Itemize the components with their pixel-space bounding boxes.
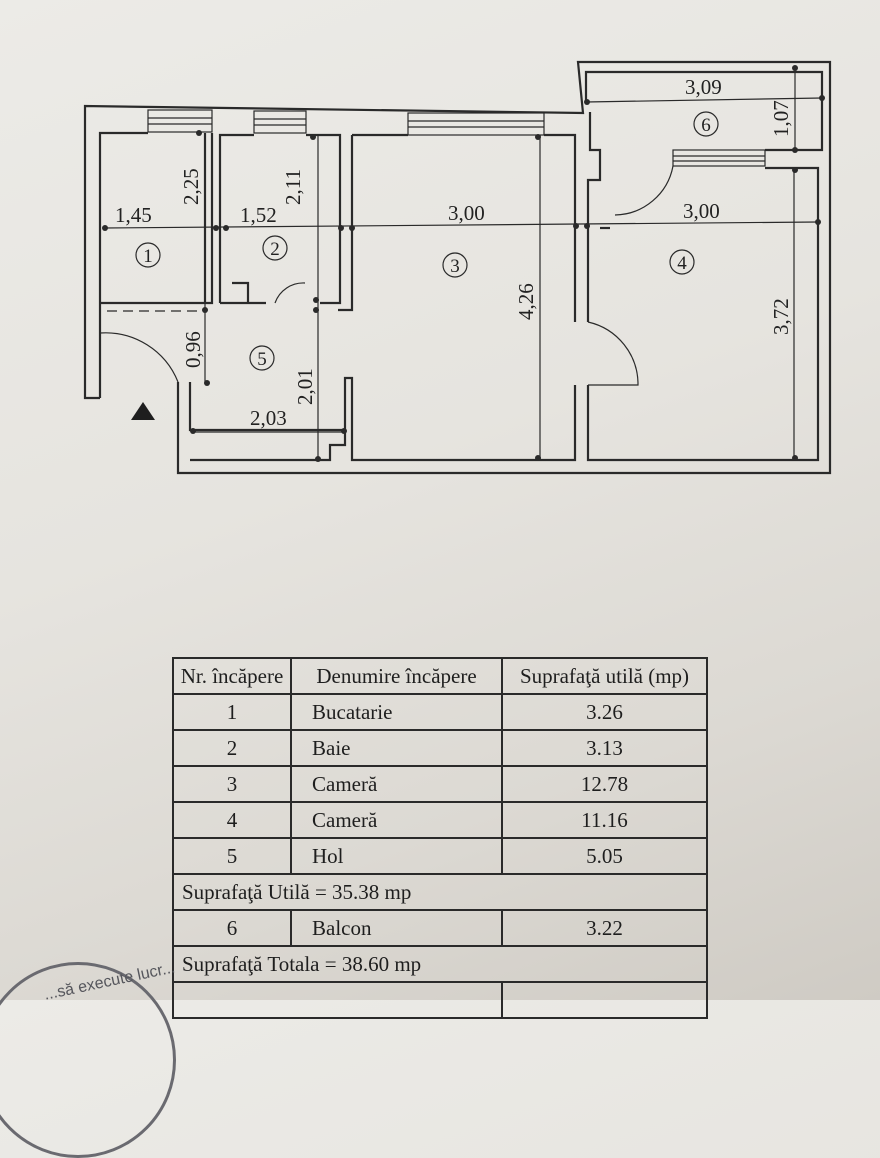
stamp-text: ...să execute lucr... — [42, 959, 177, 1004]
windows — [147, 109, 766, 167]
header-name: Denumire încăpere — [290, 657, 503, 695]
cell-area: 3.22 — [501, 909, 708, 947]
dim-r6-width: 3,09 — [685, 75, 722, 99]
cell-area: 3.26 — [501, 693, 708, 731]
dim-r5-depth: 0,96 — [181, 331, 205, 368]
dim-r6-height: 1,07 — [769, 100, 793, 137]
dim-r1-width: 1,45 — [115, 203, 152, 227]
header-area: Suprafaţă utilă (mp) — [501, 657, 708, 695]
dim-r5-height: 2,01 — [293, 368, 317, 405]
dim-r3-height: 4,26 — [514, 283, 538, 320]
cell-nr: 4 — [172, 801, 292, 839]
cell-nr: 1 — [172, 693, 292, 731]
header-nr: Nr. încăpere — [172, 657, 292, 695]
table-row-cut — [172, 981, 708, 1019]
inner-walls — [98, 112, 820, 462]
cell-nr: 3 — [172, 765, 292, 803]
outer-wall — [83, 60, 832, 475]
dim-r2-height: 2,11 — [281, 169, 305, 205]
cell-name: Baie — [290, 729, 503, 767]
cell-name: Cameră — [290, 765, 503, 803]
dimension-lines — [103, 68, 823, 460]
cell-nr: 2 — [172, 729, 292, 767]
cell-nr: 5 — [172, 837, 292, 875]
cell-area: 5.05 — [501, 837, 708, 875]
dim-r4-height: 3,72 — [769, 298, 793, 335]
cell-area: 12.78 — [501, 765, 708, 803]
dim-r1-height: 2,25 — [179, 168, 203, 205]
useful-total: Suprafaţă Utilă = 35.38 mp — [172, 873, 708, 911]
room-number-5: 5 — [257, 349, 267, 370]
doors — [99, 165, 674, 386]
rooms-table: Nr. încăpere Denumire încăpere Suprafaţă… — [172, 657, 708, 1019]
dim-r2-width: 1,52 — [240, 203, 277, 227]
cell-name: Cameră — [290, 801, 503, 839]
cell-name: Hol — [290, 837, 503, 875]
stamp: ...să execute lucr... — [0, 959, 177, 1158]
balcony-inner — [584, 70, 824, 152]
room-number-6: 6 — [701, 115, 711, 136]
grand-total: Suprafaţă Totala = 38.60 mp — [172, 945, 708, 983]
room-number-1: 1 — [143, 246, 153, 267]
room-numbers — [135, 111, 719, 371]
grand-total-row: Suprafaţă Totala = 38.60 mp — [172, 945, 708, 983]
room-number-2: 2 — [270, 239, 280, 260]
table-header: Nr. încăpere Denumire încăpere Suprafaţă… — [172, 657, 708, 695]
dimension-dots — [102, 65, 825, 462]
cell-nr: 6 — [172, 909, 292, 947]
dim-r5-width: 2,03 — [250, 406, 287, 430]
cell-name: Bucatarie — [290, 693, 503, 731]
cell-name: Balcon — [290, 909, 503, 947]
useful-total-row: Suprafaţă Utilă = 35.38 mp — [172, 873, 708, 911]
cell-area: 3.13 — [501, 729, 708, 767]
room-number-4: 4 — [677, 253, 687, 274]
room-number-3: 3 — [450, 256, 460, 277]
dim-r3-width: 3,00 — [448, 201, 485, 225]
cell-area: 11.16 — [501, 801, 708, 839]
entrance-triangle-icon — [131, 402, 155, 420]
dim-r4-width: 3,00 — [683, 199, 720, 223]
floor-plan: 1 2 3 4 5 6 1,45 2,25 1,52 2,11 3,00 4,2… — [83, 60, 832, 475]
